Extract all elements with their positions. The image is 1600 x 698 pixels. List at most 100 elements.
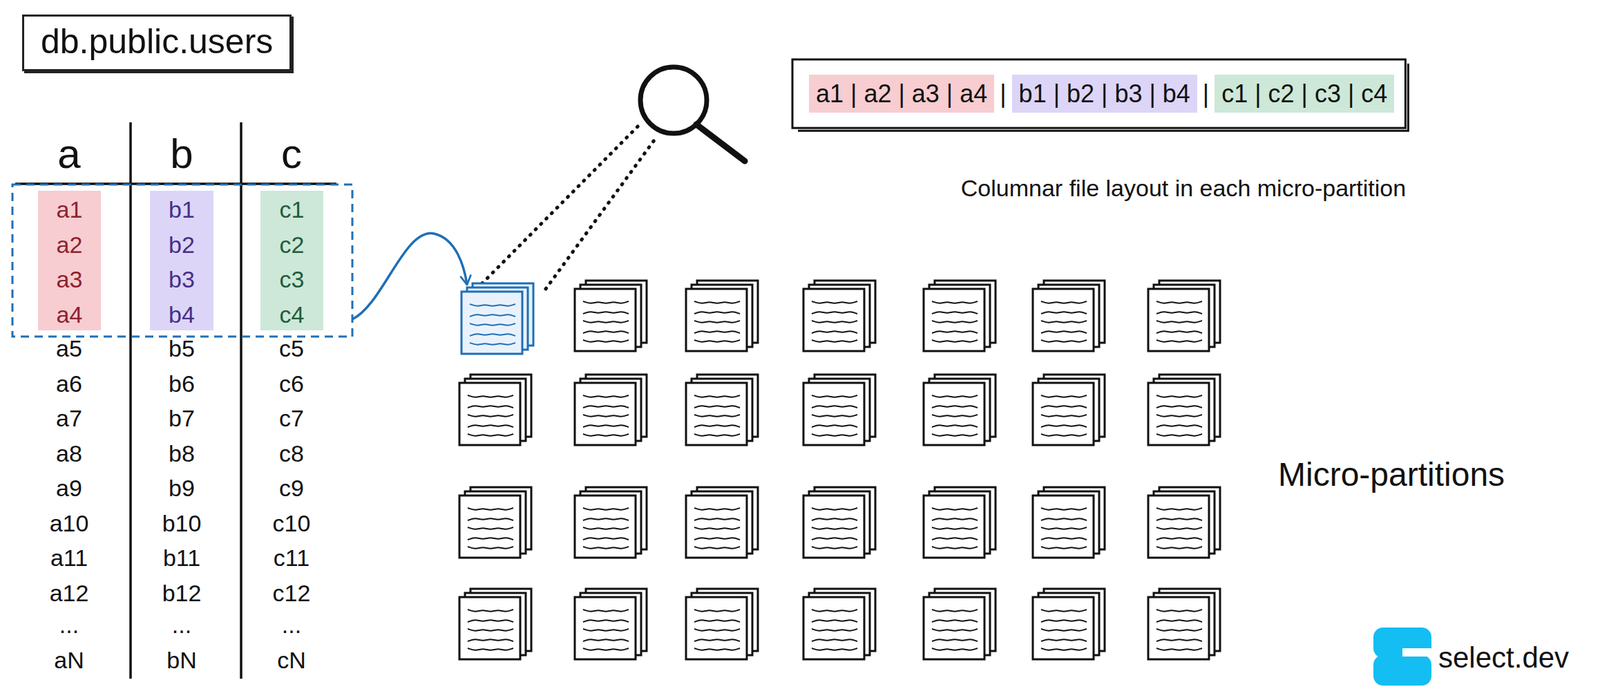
separator: | [1202, 79, 1209, 108]
micro-partition [574, 280, 647, 351]
zoom-line [545, 135, 658, 289]
micro-partition [1032, 280, 1105, 351]
table-cell: ... [281, 611, 302, 639]
micro-partition [686, 588, 758, 660]
magnifier-handle [696, 124, 745, 161]
column-header: b [169, 129, 193, 178]
table-cell: ... [59, 611, 79, 639]
micro-partition [803, 280, 876, 351]
columnar-layout-box [792, 59, 1408, 131]
table-cell: c1 [260, 192, 324, 228]
micro-partition [923, 588, 996, 660]
table-cell: ... [172, 611, 192, 639]
table-cell: c8 [279, 440, 304, 468]
selection-box [12, 184, 353, 337]
table-cell: b1 [149, 192, 214, 228]
table-cell: b10 [162, 509, 202, 537]
table-cell: b7 [168, 404, 195, 432]
micro-partition [1148, 588, 1221, 660]
micro-partition [686, 280, 758, 351]
micro-partition [459, 588, 532, 660]
table-rule [239, 122, 243, 679]
micro-partition [1148, 374, 1221, 445]
table-cell: b9 [168, 474, 195, 502]
table-cell: cN [277, 646, 307, 674]
table-cell: a10 [49, 509, 90, 537]
table-cell: b11 [163, 544, 201, 572]
table-cell: c2 [260, 227, 324, 263]
column-values: a1 | a2 | a3 | a4 [815, 78, 988, 109]
micro-partition [1032, 588, 1105, 660]
section-label: Micro-partitions [1278, 455, 1505, 494]
micro-partition [923, 374, 996, 445]
micro-partition [1032, 487, 1105, 558]
table-title-box: db.public.users [22, 14, 292, 72]
logo-icon [1373, 627, 1432, 686]
table-cell: a1 [37, 192, 101, 228]
table-cell: a9 [55, 474, 83, 502]
table-cell: c9 [279, 474, 304, 502]
micro-partition [686, 374, 758, 445]
caption-note: Columnar file layout in each micro-parti… [960, 174, 1406, 202]
table-cell: c5 [279, 335, 304, 363]
table-cell: b5 [168, 335, 195, 363]
column-segment: c1 | c2 | c3 | c4 [1214, 74, 1395, 113]
micro-partition [574, 487, 647, 558]
micro-partition [1032, 374, 1105, 445]
column-values: c1 | c2 | c3 | c4 [1221, 78, 1388, 109]
column-header: c [281, 129, 302, 178]
table-cell: c6 [279, 370, 304, 398]
micro-partition [923, 280, 996, 351]
table-cell: a5 [55, 335, 83, 363]
separator: | [999, 79, 1006, 108]
table-cell: b12 [162, 579, 202, 607]
table-name: db.public.users [40, 20, 273, 63]
table-cell: c10 [272, 509, 311, 537]
flow-arrow [352, 233, 468, 320]
table-cell: a8 [55, 440, 83, 468]
micro-partition [803, 588, 876, 660]
table-cell: a3 [37, 261, 101, 298]
table-cell: a6 [55, 370, 83, 398]
table-cell: b2 [149, 227, 214, 263]
micro-partition [459, 374, 532, 445]
micro-partition [459, 487, 532, 558]
table-rule [15, 182, 337, 186]
table-cell: a12 [49, 579, 90, 607]
table-cell: a11 [50, 544, 88, 572]
micro-partition [1148, 280, 1221, 351]
table-cell: b8 [168, 440, 195, 468]
micro-partition [461, 283, 534, 354]
zoom-line [476, 121, 643, 289]
table-cell: c11 [273, 544, 310, 572]
micro-partition [574, 374, 647, 445]
table-cell: bN [166, 646, 197, 674]
table-cell: a4 [37, 297, 101, 333]
table-cell: b3 [149, 261, 214, 298]
highlight-column: b1b2b3b4 [149, 190, 214, 331]
highlight-column: c1c2c3c4 [260, 190, 324, 331]
table-rule [129, 122, 132, 679]
micro-partition [574, 588, 647, 660]
micro-partition [1148, 487, 1221, 558]
table-cell: c7 [279, 404, 304, 432]
table-cell: c3 [260, 261, 324, 298]
logo-text: select.dev [1438, 641, 1569, 675]
table-cell: a7 [55, 404, 83, 432]
table-cell: b4 [149, 297, 214, 333]
column-header: a [57, 129, 81, 178]
table-cell: aN [53, 646, 84, 674]
micro-partition [803, 374, 876, 445]
micro-partition [923, 487, 996, 558]
column-segment: a1 | a2 | a3 | a4 [808, 74, 995, 113]
table-cell: b6 [168, 370, 195, 398]
table-cell: a2 [37, 227, 101, 263]
micro-partition [686, 487, 758, 558]
micro-partition-grid [459, 280, 1221, 660]
table-cell: c4 [260, 297, 324, 333]
table-cell: c12 [272, 579, 311, 607]
micro-partition [803, 487, 876, 558]
highlight-column: a1a2a3a4 [37, 190, 101, 331]
column-segment: b1 | b2 | b3 | b4 [1012, 74, 1198, 113]
